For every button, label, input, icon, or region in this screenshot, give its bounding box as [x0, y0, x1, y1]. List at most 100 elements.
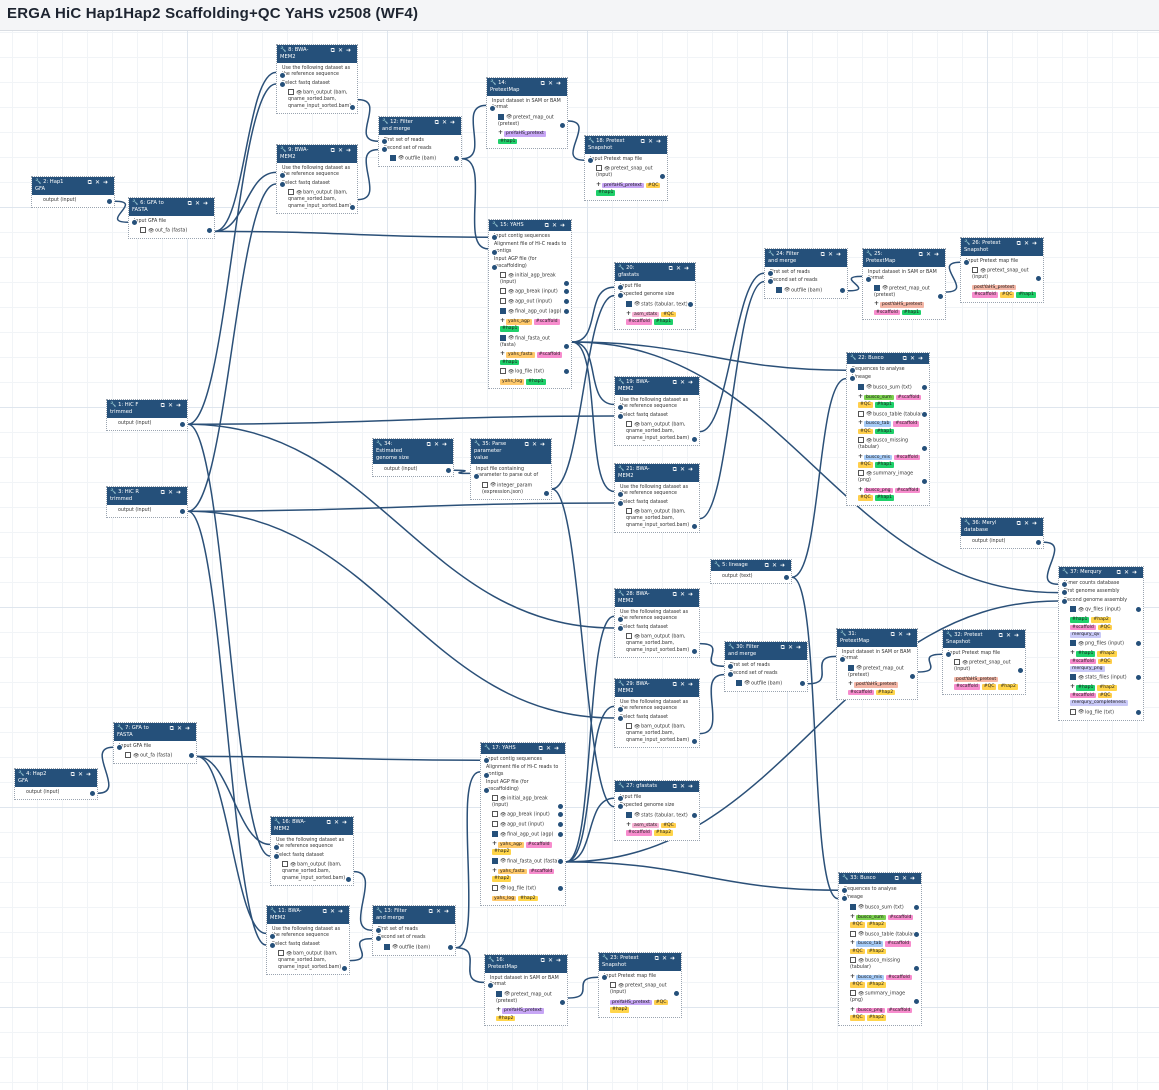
output-checkbox[interactable] [492, 857, 498, 864]
eye-icon[interactable]: 👁 [500, 822, 507, 828]
tag-label[interactable]: #hap1 [874, 428, 895, 435]
output-checkbox[interactable] [858, 437, 864, 444]
eye-icon[interactable]: 👁 [962, 660, 969, 666]
node-output[interactable]: 👁final_agp_out (agp) [486, 830, 564, 840]
workflow-node-n26[interactable]: 🔧 26: Pretext Snapshot⧉✕➜Input Pretext m… [960, 237, 1044, 303]
node-output[interactable]: 👁busco_table (tabular) [852, 410, 928, 420]
copy-icon[interactable]: ⧉ [672, 466, 680, 473]
arrow-right-icon[interactable]: ➜ [555, 957, 564, 964]
add-tag-icon[interactable]: + [496, 1006, 502, 1014]
output-checkbox[interactable] [1070, 708, 1076, 715]
output-port-icon[interactable] [921, 383, 928, 391]
eye-icon[interactable]: 👁 [133, 753, 140, 759]
remove-icon[interactable]: ✕ [1023, 240, 1032, 247]
tag-label[interactable]: #QC [661, 311, 676, 318]
output-checkbox[interactable] [626, 633, 632, 640]
node-header[interactable]: 🔧 23: Pretext Snapshot⧉✕➜ [599, 953, 681, 971]
tag-label[interactable]: #hap1 [526, 378, 546, 385]
eye-icon[interactable]: 👁 [500, 859, 507, 865]
eye-icon[interactable]: 👁 [504, 992, 511, 998]
arrow-right-icon[interactable]: ➜ [687, 466, 696, 473]
tag-label[interactable]: preYaHS_pretext [504, 131, 546, 137]
tag-label[interactable]: #hap2 [492, 876, 512, 882]
output-port-icon[interactable] [559, 998, 566, 1006]
remove-icon[interactable]: ✕ [333, 819, 342, 826]
tag-label[interactable]: yahs_fasta [506, 352, 535, 358]
tag-label[interactable]: preYaHS_pretext [602, 182, 644, 189]
workflow-node-n30[interactable]: 🔧 30: Filter and merge⧉✕➜First set of re… [724, 641, 808, 692]
node-header[interactable]: 🔧 36: Meryl database⧉✕➜ [961, 518, 1043, 536]
output-port-icon[interactable] [179, 421, 186, 428]
node-header[interactable]: 🔧 33: Busco⧉✕➜ [839, 873, 921, 884]
node-output[interactable]: 👁bam_output (bam, qname_sorted.bam, qnam… [276, 860, 352, 883]
node-output[interactable]: 👁bam_output (bam, qname_sorted.bam, qnam… [282, 88, 356, 111]
output-checkbox[interactable] [500, 272, 506, 279]
node-output[interactable]: 👁summary_image (png) [852, 469, 928, 486]
tag-label[interactable]: merqury_png [1070, 666, 1105, 672]
node-input[interactable]: Second set of reads [767, 277, 843, 286]
node-input[interactable]: Expected genome size [617, 291, 691, 300]
output-checkbox[interactable] [626, 723, 632, 730]
node-input[interactable]: Use the following dataset as the referen… [279, 165, 353, 180]
copy-icon[interactable]: ⧉ [764, 562, 772, 569]
output-port-icon[interactable] [557, 857, 564, 865]
arrow-right-icon[interactable]: ➜ [555, 80, 564, 87]
input-port-icon[interactable] [279, 80, 286, 88]
tag-label[interactable]: #hap1 [874, 461, 895, 468]
output-checkbox[interactable] [492, 821, 498, 828]
eye-icon[interactable]: 👁 [784, 288, 791, 294]
remove-icon[interactable]: ✕ [679, 379, 688, 386]
node-output[interactable]: 👁pretext_snap_out (input) [590, 164, 666, 181]
tag-label[interactable]: busco_mis [856, 974, 884, 981]
arrow-right-icon[interactable]: ➜ [345, 47, 354, 54]
tag-label[interactable]: #hap1 [901, 309, 922, 316]
node-input[interactable]: Use the following dataset as the referen… [617, 484, 695, 499]
arrow-right-icon[interactable]: ➜ [687, 591, 696, 598]
node-output[interactable]: 👁bam_output (bam, qname_sorted.bam, qnam… [620, 507, 698, 530]
tag-label[interactable]: #hap2 [518, 895, 538, 902]
output-checkbox[interactable] [492, 811, 498, 818]
workflow-node-n24[interactable]: 🔧 24: Filter and merge⧉✕➜First set of re… [764, 248, 848, 299]
workflow-node-n2[interactable]: 🔧 2: Hap1 GFA⧉✕➜output (input) [31, 176, 115, 209]
input-port-icon[interactable] [841, 887, 848, 894]
tag-label[interactable]: #scaffold [533, 319, 560, 325]
add-tag-icon[interactable]: + [850, 939, 856, 947]
input-port-icon[interactable] [491, 248, 498, 256]
output-port-icon[interactable] [799, 679, 806, 687]
output-port-icon[interactable] [563, 368, 570, 375]
node-input[interactable]: First set of reads [375, 926, 451, 934]
output-port-icon[interactable] [921, 410, 928, 418]
workflow-node-n18[interactable]: 🔧 18: Pretext Snapshot⧉✕➜Input Pretext m… [584, 135, 668, 201]
node-input[interactable]: Use the following dataset as the referen… [273, 837, 349, 852]
arrow-right-icon[interactable]: ➜ [909, 875, 918, 882]
arrow-right-icon[interactable]: ➜ [683, 265, 692, 272]
remove-icon[interactable]: ✕ [1023, 520, 1032, 527]
eye-icon[interactable]: 👁 [634, 302, 641, 308]
tag-label[interactable]: yahs_log [492, 895, 517, 902]
node-input[interactable]: Alignment file of Hi-C reads to contigs [491, 241, 567, 256]
output-checkbox[interactable] [954, 659, 960, 666]
workflow-node-n5[interactable]: 🔧 5: lineage⧉✕➜output (text) [710, 559, 792, 585]
node-header[interactable]: 🔧 4: Hap2 GFA⧉✕➜ [15, 769, 97, 787]
tag-label[interactable]: #scaffold [894, 454, 920, 461]
node-output[interactable]: 👁bam_output (bam, qname_sorted.bam, qnam… [272, 949, 348, 972]
input-port-icon[interactable] [116, 744, 123, 751]
node-input[interactable]: Input GFA file [116, 743, 192, 751]
output-checkbox[interactable] [125, 752, 131, 759]
eye-icon[interactable]: 👁 [634, 813, 641, 819]
output-port-icon[interactable] [106, 198, 113, 205]
copy-icon[interactable]: ⧉ [544, 222, 552, 229]
node-header[interactable]: 🔧 11: BWA-MEM2⧉✕➜ [267, 906, 349, 924]
copy-icon[interactable]: ⧉ [672, 681, 680, 688]
input-port-icon[interactable] [767, 278, 774, 286]
arrow-right-icon[interactable]: ➜ [795, 644, 804, 651]
output-port-icon[interactable] [445, 467, 452, 474]
remove-icon[interactable]: ✕ [647, 138, 656, 145]
eye-icon[interactable]: 👁 [618, 983, 625, 989]
tag-label[interactable]: busco_sum [856, 914, 886, 921]
input-port-icon[interactable] [273, 852, 280, 860]
output-checkbox[interactable] [736, 679, 742, 686]
node-input[interactable]: First set of reads [767, 269, 843, 277]
tag-label[interactable]: #hap2 [496, 1015, 516, 1022]
copy-icon[interactable]: ⧉ [894, 875, 902, 882]
